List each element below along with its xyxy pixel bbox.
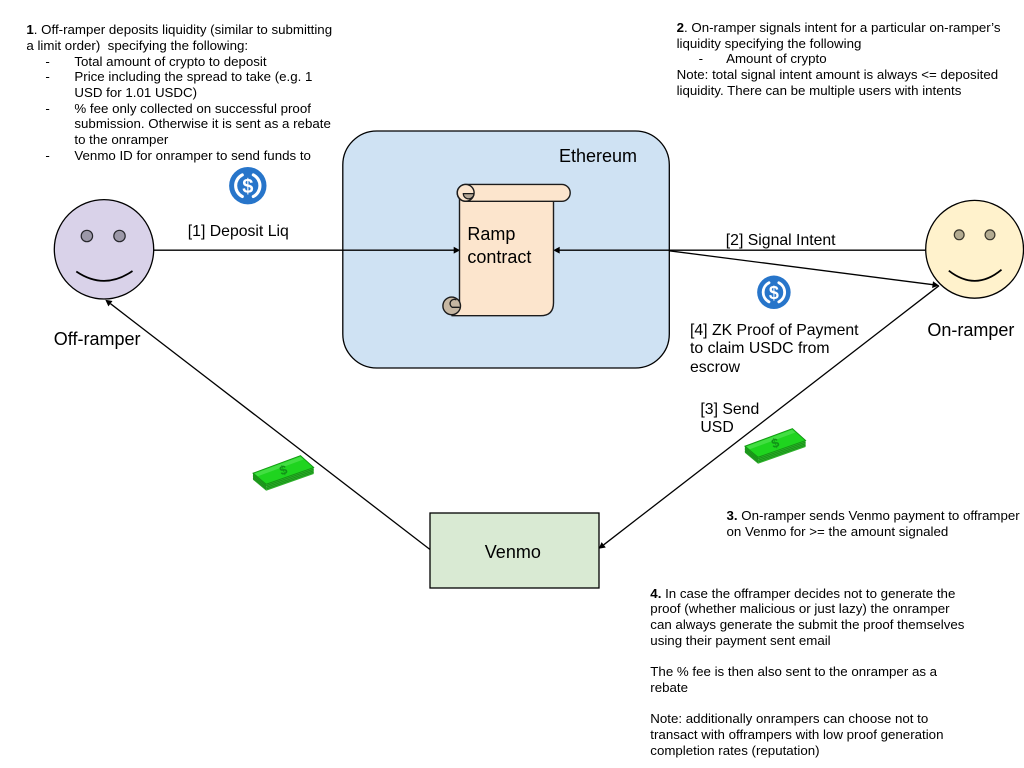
svg-text:$: $ <box>242 176 253 198</box>
svg-text:$: $ <box>769 283 779 303</box>
